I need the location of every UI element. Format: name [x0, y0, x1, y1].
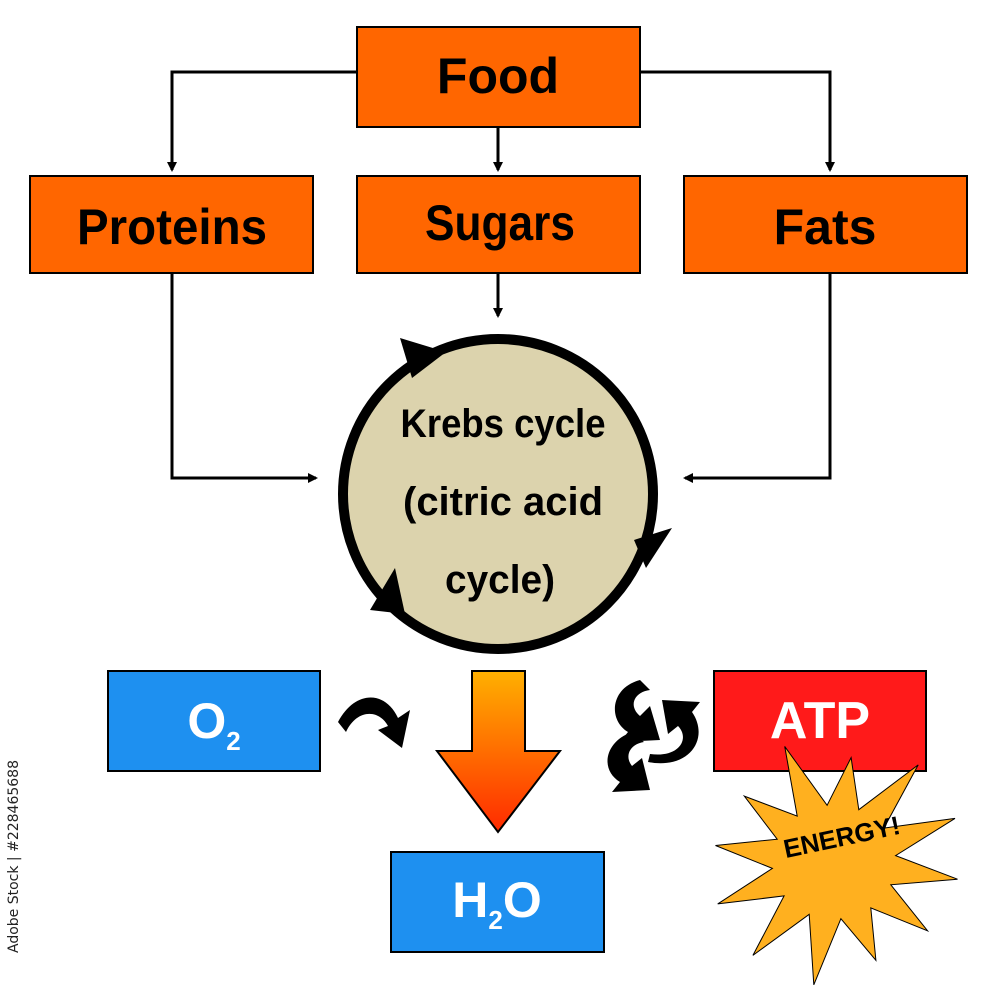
fats-label: Fats: [774, 199, 877, 255]
food-box: Food: [356, 26, 641, 128]
arrow-fats-to-krebs: [683, 273, 832, 483]
food-label: Food: [437, 48, 559, 104]
oxygen-label: O2: [187, 693, 240, 756]
down-arrow-to-water-icon: [434, 670, 563, 834]
cycle-arrow-top-icon: [400, 338, 446, 378]
cycle-arrow-right-icon: [634, 528, 672, 568]
stock-watermark: Adobe Stock | #228465688: [6, 760, 22, 953]
water-box: H2O: [390, 851, 605, 953]
sugars-label: Sugars: [425, 195, 575, 251]
proteins-box: Proteins: [29, 175, 314, 274]
cycle-arrow-left-icon: [370, 568, 405, 614]
arrow-food-to-fats: [640, 70, 835, 172]
curved-arrow-oxygen-icon: [338, 697, 410, 748]
oxygen-box: O2: [107, 670, 321, 772]
krebs-line-3: cycle): [445, 558, 555, 602]
connectors: [167, 70, 835, 483]
double-curved-arrow-icon: [607, 680, 700, 792]
energy-starburst: ENERGY!: [715, 746, 958, 985]
krebs-line-2: (citric acid: [403, 480, 603, 524]
atp-box: ATP: [713, 670, 927, 772]
arrow-food-to-proteins: [167, 70, 357, 172]
water-label: H2O: [452, 872, 541, 935]
atp-label: ATP: [770, 692, 870, 750]
sugars-box: Sugars: [356, 175, 641, 274]
arrow-proteins-to-krebs: [170, 273, 318, 483]
proteins-label: Proteins: [77, 199, 267, 255]
fats-box: Fats: [683, 175, 968, 274]
krebs-cycle: Krebs cycle (citric acid cycle): [338, 334, 672, 654]
krebs-line-1: Krebs cycle: [401, 402, 606, 446]
